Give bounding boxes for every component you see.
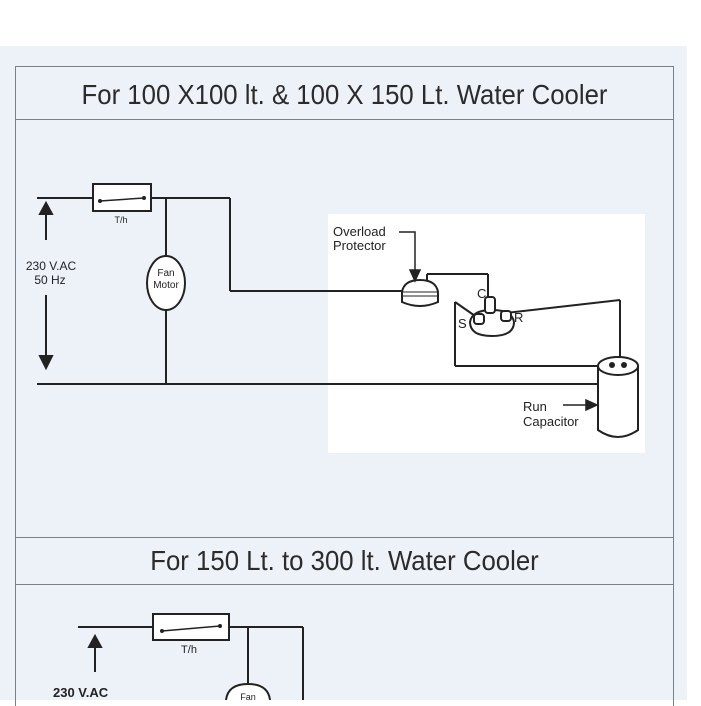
supply-arrows (38, 200, 54, 371)
fan-motor-icon (146, 255, 186, 311)
supply-label: 230 V.AC (26, 259, 77, 273)
terminal-r: R (514, 310, 523, 325)
thermostat-switch (92, 183, 152, 212)
overload-protector-icon (401, 278, 439, 307)
wiring-table: For 100 X100 lt. & 100 X 150 Lt. Water C… (15, 66, 674, 706)
supply-frequency: 50 Hz (34, 273, 65, 287)
capacitor-label: Capacitor (523, 414, 579, 429)
thermostat-label: T/h (114, 215, 127, 225)
fan-label-2: Fan (240, 692, 256, 700)
overload-arrow (399, 231, 422, 283)
fan-motor-icon-2 (225, 682, 271, 700)
capacitor-label-run: Run (523, 399, 547, 414)
section-title-2: For 150 Lt. to 300 lt. Water Cooler (150, 545, 539, 576)
divider (16, 584, 673, 585)
terminal-c: C (477, 286, 486, 301)
fan-label: Fan (157, 268, 174, 279)
compressor-terminals-icon (468, 296, 516, 338)
terminal-s: S (458, 316, 467, 331)
run-capacitor-icon (597, 356, 639, 438)
overload-label: Overload (333, 224, 386, 239)
section-title-1: For 100 X100 lt. & 100 X 150 Lt. Water C… (81, 79, 608, 110)
motor-label: Motor (153, 280, 179, 291)
capacitor-arrow (563, 398, 599, 412)
thermostat-label-2: T/h (181, 644, 197, 656)
thermostat-switch-2 (152, 613, 230, 641)
supply-arrow-2 (87, 633, 103, 672)
divider (16, 537, 673, 538)
protector-label: Protector (333, 238, 386, 253)
supply-label-2: 230 V.AC (53, 685, 109, 700)
divider (16, 119, 673, 120)
diagram2-wires (78, 626, 304, 700)
